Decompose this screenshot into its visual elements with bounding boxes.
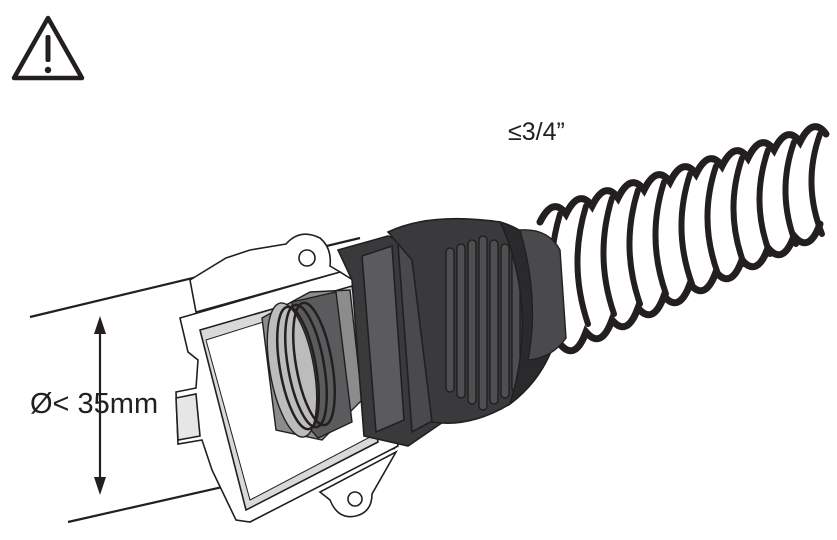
conduit-size-label: ≤3/4” xyxy=(508,118,565,146)
nut-grip-rib xyxy=(489,239,499,405)
warning-triangle-icon xyxy=(11,15,85,81)
conduit-rib xyxy=(600,195,617,317)
nut-grip-rib xyxy=(500,243,510,399)
nut-grip-rib xyxy=(456,243,466,399)
conduit-rib xyxy=(808,131,825,237)
diameter-label: Ø< 35mm xyxy=(30,388,159,420)
conduit-rib xyxy=(652,179,669,297)
conduit-rib xyxy=(574,203,591,327)
conduit-rib xyxy=(704,163,721,277)
conduit-rib xyxy=(782,139,799,247)
nut-grip-rib xyxy=(467,239,477,405)
nut-grip-rib xyxy=(478,235,488,411)
nut-grip-rib xyxy=(445,247,455,393)
conduit-rib xyxy=(756,147,773,257)
conduit-clip xyxy=(519,229,567,361)
conduit-rib xyxy=(678,171,695,287)
lock-nut-and-thread xyxy=(261,289,363,441)
conduit-rib xyxy=(626,187,643,307)
corrugated-conduit xyxy=(536,123,830,355)
conduit-rib xyxy=(730,155,747,267)
